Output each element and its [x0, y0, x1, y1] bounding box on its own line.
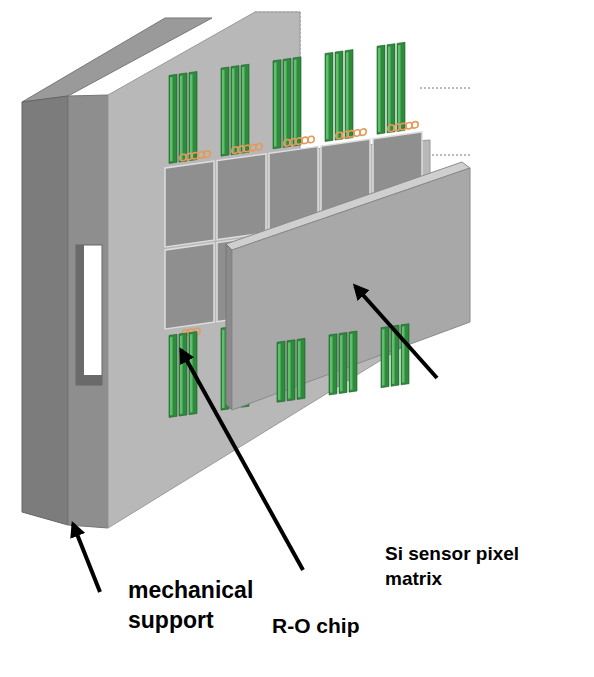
connector-bar	[287, 340, 295, 401]
bar-highlight	[392, 328, 395, 384]
lower-bars	[277, 324, 409, 403]
connector-bar	[397, 42, 405, 131]
leader-arrow	[355, 286, 437, 378]
leader-arrows	[73, 286, 437, 592]
bar-highlight	[378, 48, 381, 132]
bar-highlight	[242, 67, 245, 151]
leader-arrow	[181, 350, 303, 570]
wire-bond	[204, 150, 210, 157]
support-side-face	[22, 96, 68, 525]
connector-bar	[273, 60, 281, 149]
connector-bar	[283, 58, 291, 147]
connector-bar	[377, 45, 385, 134]
bar-highlight	[294, 60, 297, 144]
bar-highlight	[180, 76, 183, 160]
readout-chip	[165, 161, 214, 247]
support-window	[76, 245, 102, 385]
wire-bond	[412, 121, 418, 128]
wire-bond	[308, 136, 314, 143]
bar-highlight	[232, 68, 235, 152]
connector-bar	[325, 52, 333, 141]
lower-bar-group	[277, 324, 409, 403]
bar-highlight	[388, 46, 391, 130]
connector-bar	[293, 57, 301, 146]
connector-bar	[277, 341, 285, 402]
bar-highlight	[222, 70, 225, 154]
connector-bar	[329, 334, 337, 395]
bar-highlight	[336, 54, 339, 138]
bar-highlight	[278, 344, 281, 400]
bar-highlight	[288, 342, 291, 398]
connector-bar	[231, 66, 239, 155]
bar-highlight	[346, 52, 349, 136]
connector-bar	[387, 44, 395, 133]
sensor-side-face	[226, 244, 232, 410]
connector-bar	[221, 67, 229, 156]
bar-highlight	[274, 62, 277, 146]
connector-bar	[189, 72, 197, 161]
wire-bond	[256, 143, 262, 150]
bar-highlight	[298, 341, 301, 397]
connector-bar	[179, 333, 187, 416]
readout-chip	[217, 154, 266, 240]
connector-bar	[349, 331, 357, 392]
bar-highlight	[222, 330, 225, 408]
sensor-front-face	[232, 168, 470, 410]
connector-bar	[241, 64, 249, 153]
connector-bar	[335, 51, 343, 140]
bar-highlight	[170, 77, 173, 161]
connector-bar	[297, 338, 305, 399]
bar-highlight	[170, 337, 173, 415]
connector-bar	[401, 324, 409, 385]
connector-bar	[381, 327, 389, 388]
connector-bar	[179, 73, 187, 162]
bar-highlight	[284, 61, 287, 145]
connector-bar	[169, 74, 177, 163]
bar-highlight	[402, 326, 405, 382]
bar-highlight	[382, 329, 385, 385]
support-front-face	[68, 95, 108, 528]
bar-highlight	[326, 55, 329, 139]
leader-arrow	[73, 524, 100, 592]
bar-highlight	[350, 334, 353, 390]
part-label: R-O chip	[272, 612, 422, 639]
wire-bond	[360, 129, 366, 136]
part-label: Si sensor pixel matrix	[385, 542, 565, 591]
part-label: mechanical support	[128, 576, 298, 636]
window-shadow	[76, 245, 102, 385]
bar-highlight	[190, 74, 193, 158]
bar-highlight	[398, 45, 401, 129]
readout-chip	[165, 243, 214, 329]
connector-bar	[339, 332, 347, 393]
connector-bar	[345, 50, 353, 139]
bar-highlight	[340, 335, 343, 391]
bar-highlight	[330, 336, 333, 392]
connector-bar	[169, 334, 177, 417]
bar-highlight	[180, 336, 183, 414]
dotted-line	[420, 88, 470, 89]
